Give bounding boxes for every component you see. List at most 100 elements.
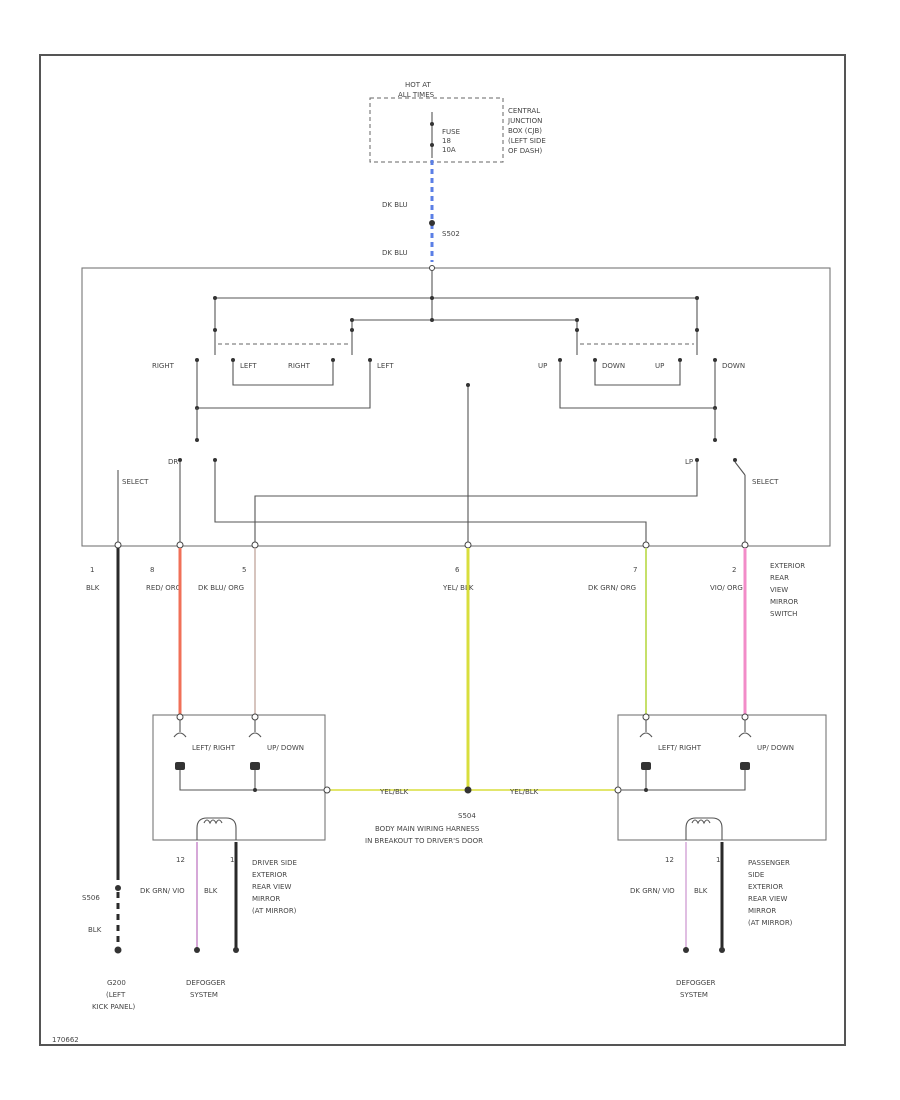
lr-pivot-1 (213, 328, 217, 332)
pin-2-number: 2 (732, 566, 736, 574)
switch-power-pin (429, 265, 435, 271)
splice-s502 (429, 220, 435, 226)
passenger-defog-end-2 (719, 947, 725, 953)
passenger-defogger-label-1: DEFOGGER (676, 979, 716, 987)
driver-return-junction (253, 788, 257, 792)
passenger-wire-1-label: BLK (694, 887, 708, 895)
pin-6 (464, 541, 472, 549)
fuse-label-1: FUSE (442, 128, 460, 136)
ground-blk-label: BLK (88, 926, 102, 934)
pin-6-color: YEL/ BLK (442, 584, 474, 592)
cjb-label-1: CENTRAL (508, 107, 540, 115)
passenger-pin12-label: 12 (665, 856, 674, 864)
switch-label-2: REAR (770, 574, 789, 582)
ground-label-3: KICK PANEL) (92, 1003, 135, 1011)
passenger-heater-coil (691, 819, 711, 825)
select-right-dr (733, 458, 737, 462)
pin-7-color: DK GRN/ ORG (588, 584, 636, 592)
select-left-dr (178, 458, 182, 462)
passenger-lr-label: LEFT/ RIGHT (658, 744, 702, 752)
power-junction-outer (430, 296, 434, 300)
passenger-return-junction (644, 788, 648, 792)
switch-label-3: VIEW (770, 586, 788, 594)
driver-pin-left-right (176, 713, 184, 721)
pin-2-color: VIO/ ORG (710, 584, 743, 592)
driver-wire-1-label: BLK (204, 887, 218, 895)
driver-mirror-label-3: REAR VIEW (252, 883, 291, 891)
switch-label-5: SWITCH (770, 610, 797, 618)
driver-lr-label: LEFT/ RIGHT (192, 744, 236, 752)
driver-mirror-box (152, 714, 326, 841)
driver-motor-ud-lead (248, 720, 262, 738)
driver-heater-coil (203, 819, 223, 825)
driver-ud-label: UP/ DOWN (267, 744, 304, 752)
select-right-dr-route (734, 461, 746, 476)
contact-right-2 (331, 358, 335, 362)
driver-pin-up-down (251, 713, 259, 721)
driver-pin-common (323, 786, 331, 794)
pin-8-color: RED/ ORG (146, 584, 181, 592)
harness-label-2: IN BREAKOUT TO DRIVER'S DOOR (365, 837, 483, 845)
cjb-label-4: (LEFT SIDE (508, 137, 546, 145)
ud-pivot-2 (695, 328, 699, 332)
lr-pivot-2 (350, 328, 354, 332)
hot-at-label-1: HOT AT (405, 81, 432, 89)
passenger-mirror-label-6: (AT MIRROR) (748, 919, 793, 927)
fuse-terminal-bottom (430, 143, 434, 147)
cjb-dashed-box (369, 97, 504, 163)
central-junction-box: HOT AT ALL TIMES FUSE 18 10A CENTRAL JUN… (369, 81, 546, 163)
contact-up-2 (678, 358, 682, 362)
splice-s504-label: S504 (458, 812, 476, 820)
left-contact-wire-1 (232, 362, 334, 386)
yel-blk-label-left: YEL/BLK (379, 788, 409, 796)
pin-8 (176, 541, 184, 549)
left-label-2: LEFT (377, 362, 394, 370)
diagram-code: 170662 (52, 1036, 79, 1044)
yel-blk-label-right: YEL/BLK (509, 788, 539, 796)
dk-blu-label-top: DK BLU (382, 201, 408, 209)
pin-8-number: 8 (150, 566, 154, 574)
select-left-lp-route (214, 462, 647, 545)
up-contact-wire-1 (559, 362, 715, 409)
passenger-defogger-label-2: SYSTEM (680, 991, 708, 999)
pin-1-color: BLK (86, 584, 100, 592)
driver-motor-lr (175, 762, 185, 770)
ground-label-2: (LEFT (106, 991, 126, 999)
cjb-label-2: JUNCTION (507, 117, 542, 125)
pin-7-number: 7 (633, 566, 637, 574)
bus-dot-4 (575, 318, 579, 322)
pin-2 (741, 541, 749, 549)
down-label-1: DOWN (602, 362, 625, 370)
left-label-1: LEFT (240, 362, 257, 370)
fuse-terminal-top (430, 122, 434, 126)
common-internal-dot (466, 383, 470, 387)
select-left-pivot (195, 438, 199, 442)
power-bus-inner (351, 319, 578, 330)
driver-defog-end-2 (233, 947, 239, 953)
right-label-1: RIGHT (152, 362, 175, 370)
passenger-mirror-label-2: SIDE (748, 871, 764, 879)
driver-motor-lr-lead (173, 720, 187, 738)
contact-down-2 (713, 358, 717, 362)
driver-mirror-label-4: MIRROR (252, 895, 280, 903)
down-label-2: DOWN (722, 362, 745, 370)
lp-label: LP (685, 458, 693, 466)
driver-defogger-label-2: SYSTEM (190, 991, 218, 999)
ud-pivot-1 (575, 328, 579, 332)
bus-dot-1 (213, 296, 217, 300)
passenger-mirror-label-3: EXTERIOR (748, 883, 783, 891)
select-right-pivot (713, 438, 717, 442)
switch-label-1: EXTERIOR (770, 562, 805, 570)
up-label-2: UP (655, 362, 664, 370)
contact-left-1 (231, 358, 235, 362)
up-label-1: UP (538, 362, 547, 370)
contact-up-1 (558, 358, 562, 362)
bus-dot-3 (350, 318, 354, 322)
driver-mirror-label-5: (AT MIRROR) (252, 907, 297, 915)
dr-label: DR (168, 458, 178, 466)
passenger-motor-lr (641, 762, 651, 770)
down-contact-wire-1 (594, 362, 681, 386)
passenger-mirror-label-1: PASSENGER (748, 859, 790, 867)
pin-7 (642, 541, 650, 549)
harness-label-1: BODY MAIN WIRING HARNESS (375, 825, 480, 833)
